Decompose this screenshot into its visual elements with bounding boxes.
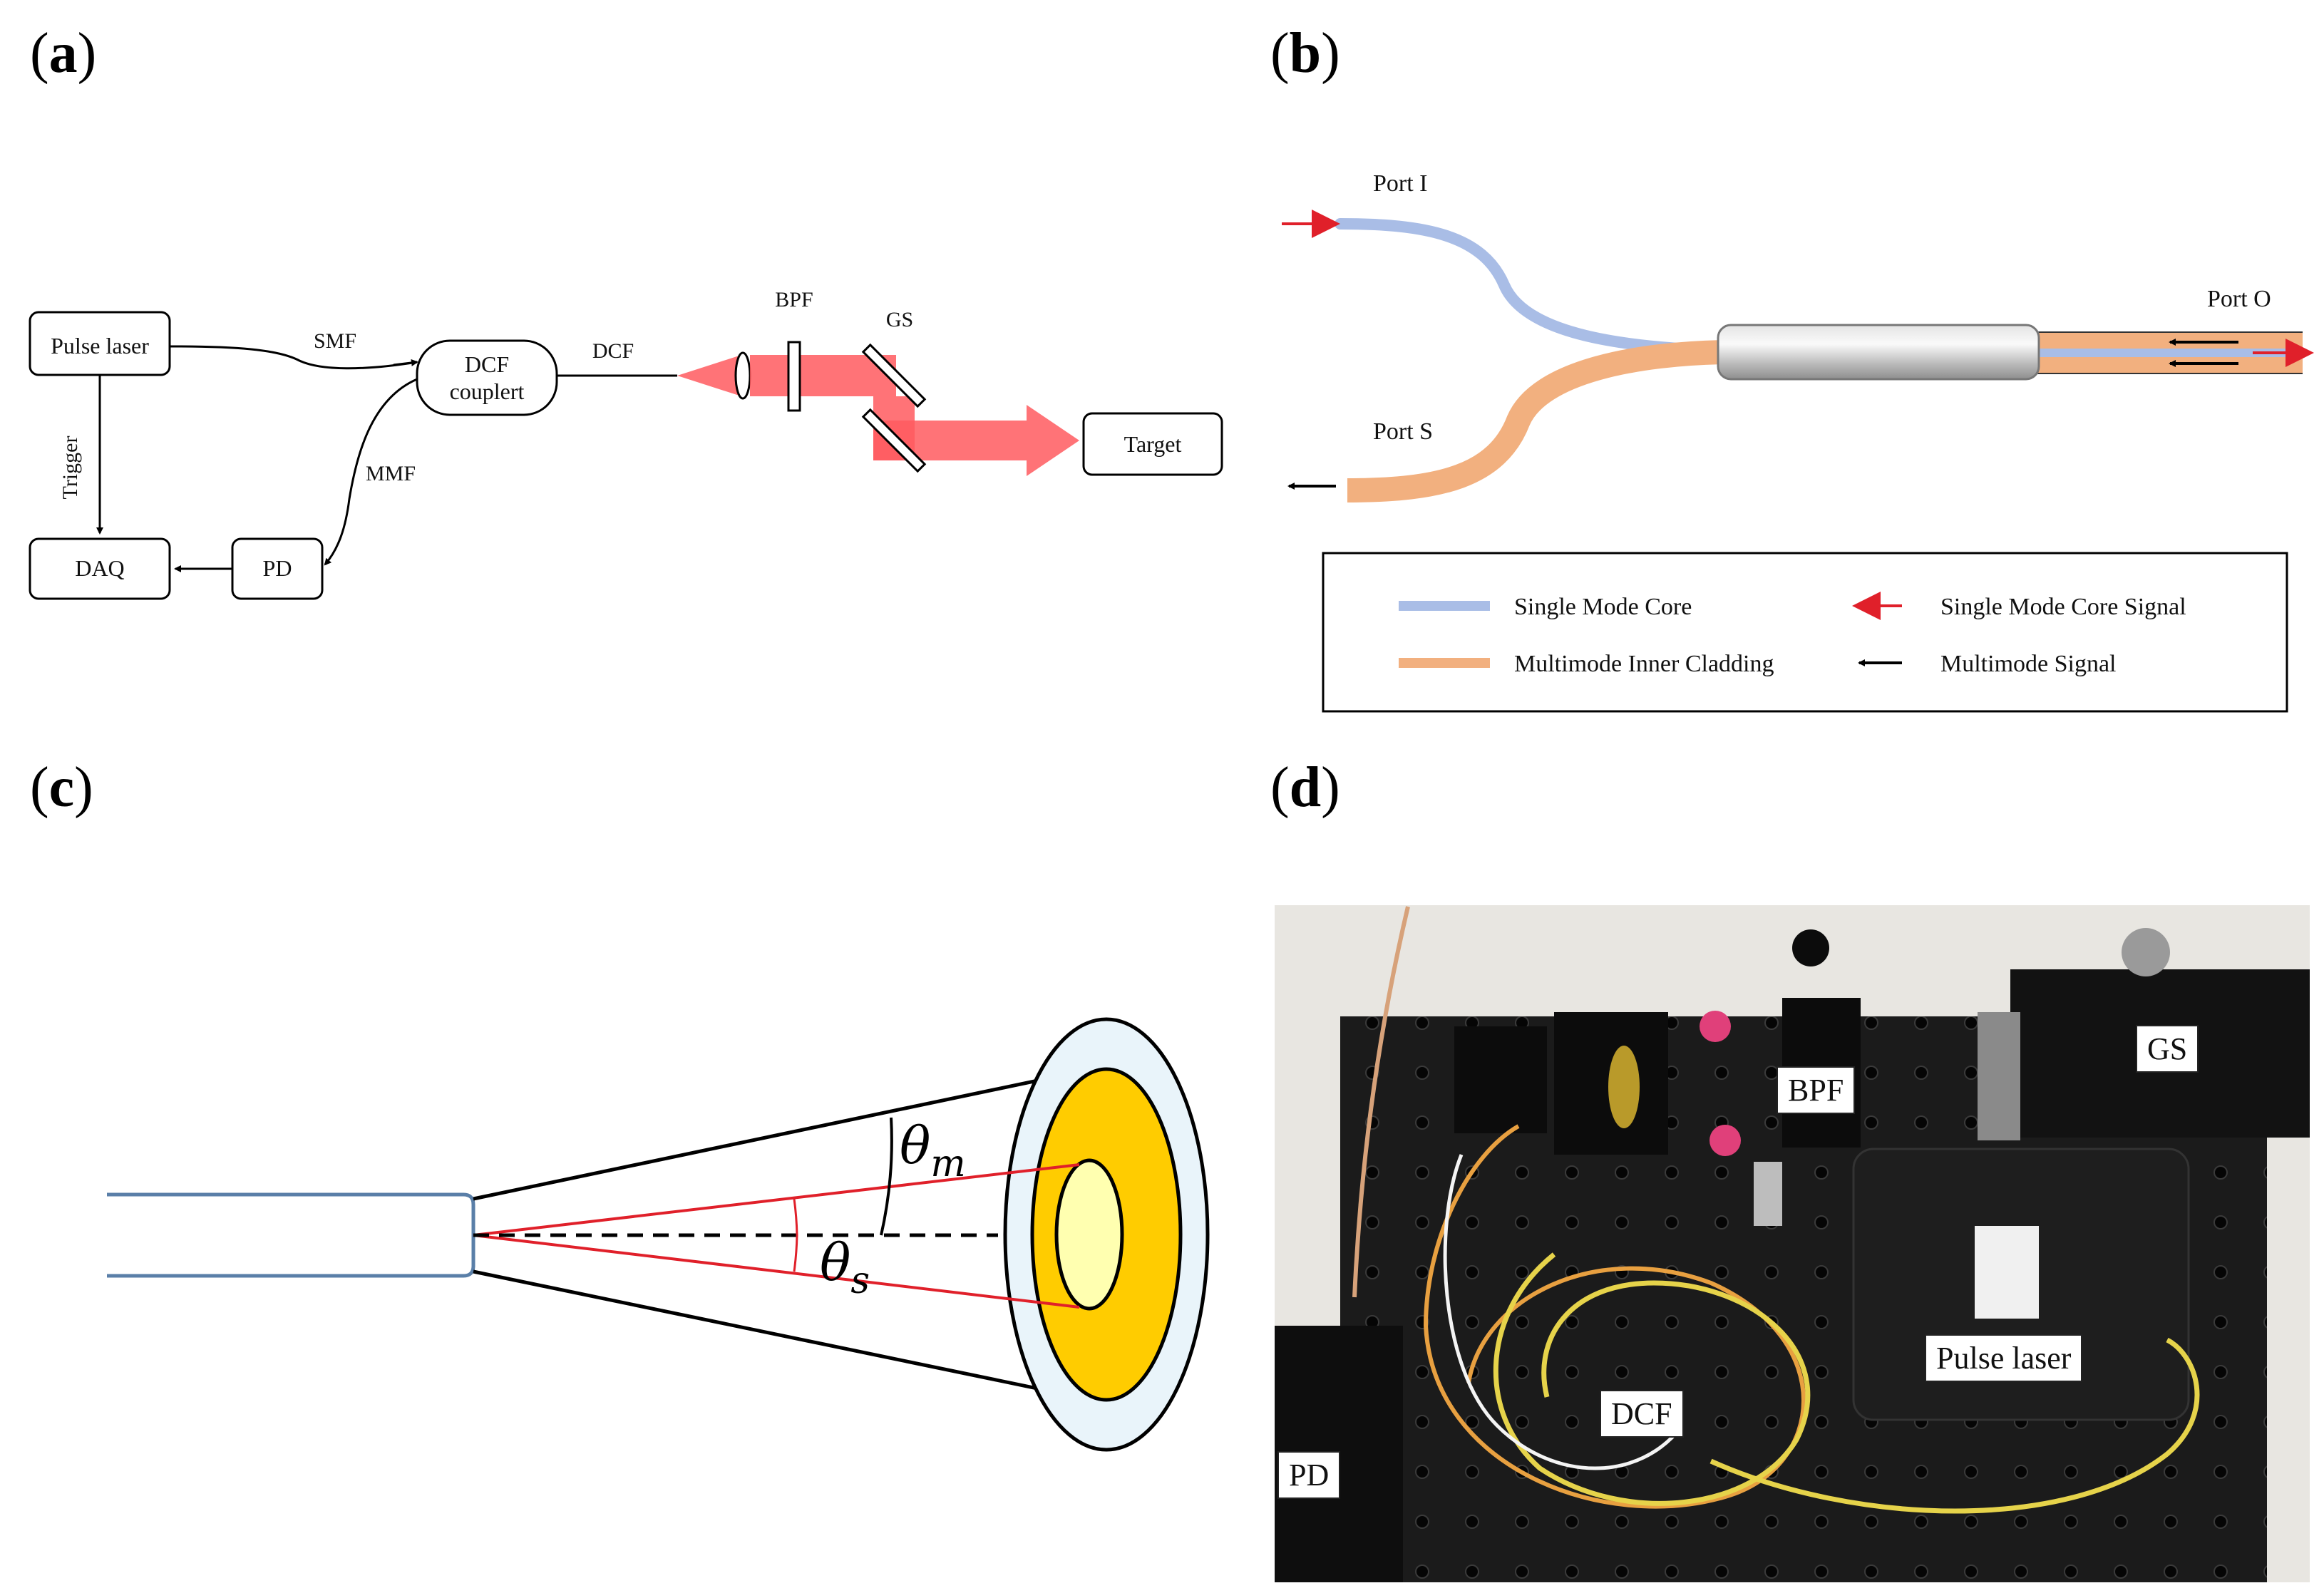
photo-label-pd: PD	[1277, 1451, 1341, 1499]
panel-label-d: (d)	[1270, 756, 1340, 819]
fiber-orange	[1423, 1124, 1806, 1509]
legend-core-signal-label: Single Mode Core Signal	[1940, 594, 2186, 620]
pulse-laser-label: Pulse laser	[51, 333, 149, 359]
trigger-label: Trigger	[58, 436, 82, 500]
smf-label: SMF	[314, 329, 356, 353]
gs-mirror-1	[861, 343, 927, 408]
smf-fiber	[169, 345, 418, 370]
gs-mount	[1978, 1012, 2020, 1140]
mmf-label: MMF	[366, 462, 416, 485]
fiber-yellow-2	[1709, 1337, 2200, 1514]
fiber-yellow-1	[1493, 1252, 1811, 1506]
port-o-core	[2032, 349, 2303, 357]
legend-cladding-label: Multimode Inner Cladding	[1514, 651, 1774, 677]
theta-m-arc	[880, 1117, 893, 1236]
knob-pink-2	[1709, 1125, 1741, 1156]
beam-cone	[677, 355, 741, 396]
theta-s-arc-lower	[793, 1234, 798, 1272]
legend-core-label: Single Mode Core	[1514, 594, 1692, 620]
pd-label: PD	[263, 555, 292, 581]
port-o-label: Port O	[2207, 286, 2271, 312]
diagram-c: θm θs	[107, 1017, 1210, 1452]
bpf-label: BPF	[775, 288, 813, 311]
mount-1	[1454, 1026, 1547, 1133]
beam-to-target	[873, 405, 1079, 476]
daq-box	[29, 537, 171, 600]
port-s-cladding-fiber	[1347, 340, 1726, 502]
port-i-label: Port I	[1373, 170, 1428, 197]
fiber-white	[1443, 1154, 1684, 1470]
photo-label-pulse-laser: Pulse laser	[1925, 1334, 2083, 1382]
dcf-coupler-label-1: DCF	[465, 351, 509, 377]
gs-mirror-2	[861, 408, 927, 473]
theta-s-label: θs	[820, 1232, 870, 1302]
lens-mount	[1608, 1046, 1640, 1128]
core-disk	[1054, 1158, 1124, 1311]
photo-d	[1275, 905, 2310, 1582]
legend-mm-signal-label: Multimode Signal	[1940, 651, 2117, 677]
dcf-coupler-label-2: couplert	[450, 378, 525, 404]
core-ray-upper	[473, 1163, 1080, 1237]
core-ray-lower	[473, 1234, 1080, 1309]
coupler-cylinder	[1717, 324, 2040, 381]
bpf-knob	[1792, 929, 1829, 966]
gs-label: GS	[886, 308, 913, 331]
gs-connector	[2122, 928, 2170, 976]
port-s-label: Port S	[1373, 418, 1433, 445]
mmf-fiber	[324, 378, 418, 566]
pulse-laser-sticker	[1975, 1226, 2039, 1319]
panel-label-a: (a)	[30, 22, 97, 85]
daq-label: DAQ	[75, 555, 124, 581]
dcf-label: DCF	[592, 339, 634, 363]
theta-s-arc-upper	[793, 1198, 798, 1236]
photo-label-bpf: BPF	[1777, 1066, 1856, 1114]
cone-lower-line	[473, 1269, 1093, 1402]
legend-box	[1322, 552, 2288, 713]
panel-label-b: (b)	[1270, 22, 1340, 85]
bpf-filter	[787, 341, 801, 412]
photo-label-dcf: DCF	[1600, 1390, 1684, 1438]
dcf-coupler-box	[416, 339, 558, 416]
micrometer	[1754, 1162, 1782, 1226]
cone-upper-line	[473, 1067, 1093, 1201]
target-box	[1082, 412, 1223, 476]
knob-pink-1	[1700, 1011, 1731, 1042]
port-i-core-fiber	[1335, 218, 1731, 356]
diagram-b: Port I Port S Port O Single Mode Core Mu…	[1282, 170, 2314, 713]
panel-label-c: (c)	[30, 756, 93, 819]
fiber-tan	[1352, 906, 1410, 1298]
fiber-end	[107, 1192, 475, 1278]
theta-m-label: θm	[900, 1115, 966, 1185]
photo-label-gs: GS	[2136, 1025, 2199, 1073]
lens-icon	[734, 351, 751, 400]
diagram-a: Pulse laser DCF couplert DAQ PD Target S…	[29, 288, 1223, 600]
target-label: Target	[1124, 431, 1182, 457]
